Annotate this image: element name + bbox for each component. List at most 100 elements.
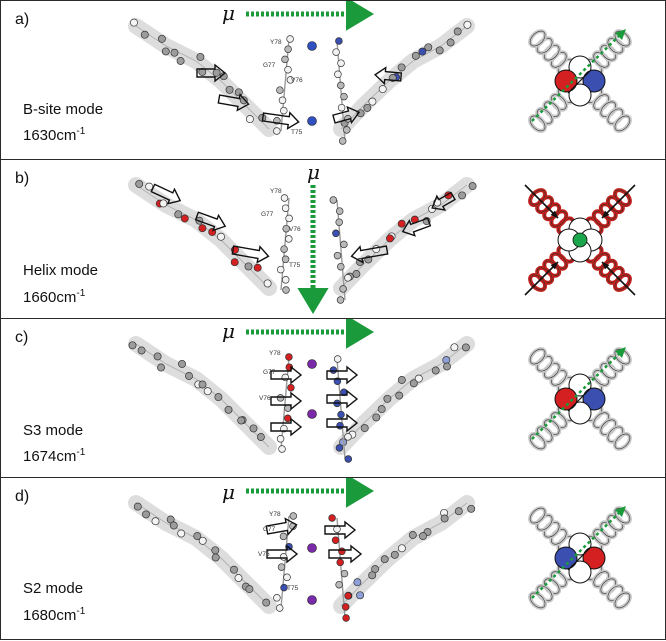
displacement-arrow-outline xyxy=(194,211,227,232)
atom xyxy=(383,394,392,403)
atom xyxy=(278,445,286,453)
displacement-arrow-outline xyxy=(350,245,389,264)
helix-turn xyxy=(528,347,548,367)
chain-bond xyxy=(336,40,346,142)
panel-d-residue-v76: V76 xyxy=(258,551,270,558)
schematic-bond xyxy=(567,388,591,412)
atom xyxy=(454,507,463,516)
panel-a-residue-y78: Y78 xyxy=(270,39,282,46)
atom xyxy=(285,353,293,361)
schematic-site xyxy=(568,373,592,397)
helix-ribbon-edge xyxy=(135,25,270,130)
atom xyxy=(203,387,212,396)
selectivity-filter-chain xyxy=(273,512,298,612)
atom xyxy=(380,555,389,564)
displacement-arrow xyxy=(324,520,357,540)
helix-turn xyxy=(612,590,632,610)
atom xyxy=(342,614,350,622)
panel-d-mode-name: S2 mode xyxy=(23,580,84,597)
displacement-arrow-outline xyxy=(431,191,456,211)
atom xyxy=(332,48,340,56)
panel-a-graphic xyxy=(128,1,632,145)
atom xyxy=(280,424,288,433)
panel-d-frequency: 1680cm-1 xyxy=(23,606,86,624)
atom xyxy=(372,245,381,254)
atom xyxy=(339,285,347,293)
displacement-arrow-outline xyxy=(266,544,299,564)
displacement-arrow xyxy=(265,517,298,536)
displacement-arrow-outline xyxy=(261,111,300,130)
panel-d-mu-label: μ xyxy=(222,480,235,504)
atom xyxy=(344,433,352,441)
displacement-arrow xyxy=(326,389,359,409)
atom xyxy=(336,296,345,304)
atom xyxy=(281,373,290,382)
panel-b-mode-name: Helix mode xyxy=(23,262,99,279)
protein-backbone xyxy=(128,495,277,614)
atom xyxy=(352,270,361,278)
atom xyxy=(337,59,345,67)
atom xyxy=(337,103,346,112)
panel-c-graphic xyxy=(128,319,632,463)
panel-d-residue-y78: Y78 xyxy=(269,511,281,518)
protein-backbone xyxy=(333,177,477,296)
ion xyxy=(307,359,317,369)
atom xyxy=(234,88,243,97)
panel-a: a) B-site mode 1630cm-1 μ Y78 G77 V76 T7… xyxy=(0,0,666,160)
atom xyxy=(360,424,369,433)
atom xyxy=(133,502,142,511)
atom xyxy=(159,199,168,208)
atom xyxy=(431,366,440,375)
displacement-arrow xyxy=(431,191,456,211)
atom xyxy=(336,558,344,567)
atom xyxy=(289,512,298,520)
atom xyxy=(128,341,137,350)
helix-turn-outline xyxy=(614,507,631,524)
panel-b: b) Helix mode 1660cm-1 μ Y78 G77 V76 T75 xyxy=(0,159,666,319)
atom xyxy=(424,43,433,52)
atom xyxy=(151,517,160,526)
atom xyxy=(211,553,220,562)
atom xyxy=(279,532,288,541)
chain-bond xyxy=(280,197,290,291)
atom xyxy=(353,578,362,587)
atom xyxy=(368,571,377,580)
atom xyxy=(145,182,154,191)
atom xyxy=(337,262,345,271)
atom xyxy=(281,204,290,212)
atom xyxy=(284,414,292,423)
chain-bond xyxy=(336,358,346,460)
panel-b-mu-label: μ xyxy=(307,160,320,184)
atom xyxy=(335,580,343,589)
displacement-arrow-outline xyxy=(265,517,298,536)
displacement-arrow xyxy=(328,544,363,564)
atom xyxy=(409,379,418,388)
helix-turn-outline xyxy=(614,30,631,47)
atom xyxy=(276,265,285,274)
atom xyxy=(344,592,352,600)
atom xyxy=(468,182,477,191)
atom xyxy=(217,232,225,241)
atom xyxy=(329,366,338,374)
schematic-site xyxy=(582,546,606,570)
atom xyxy=(157,34,166,43)
schematic-site xyxy=(568,83,592,107)
helix-turn-outline xyxy=(529,348,546,365)
atom xyxy=(286,35,294,43)
panel-c-letter: c) xyxy=(15,329,29,346)
atom xyxy=(280,583,288,592)
displacement-arrow xyxy=(270,391,303,411)
protein-backbone xyxy=(333,495,476,614)
helix-turn xyxy=(528,506,548,526)
atom xyxy=(273,127,281,135)
protein-backbone xyxy=(128,177,277,296)
displacement-arrow xyxy=(326,365,359,385)
helix-coil xyxy=(584,562,632,610)
atom xyxy=(414,374,423,383)
atom xyxy=(458,191,467,200)
helix-cross-schematic xyxy=(528,29,632,133)
atom xyxy=(262,598,271,607)
atom xyxy=(277,563,286,571)
atom xyxy=(135,179,144,188)
atom xyxy=(276,435,285,443)
